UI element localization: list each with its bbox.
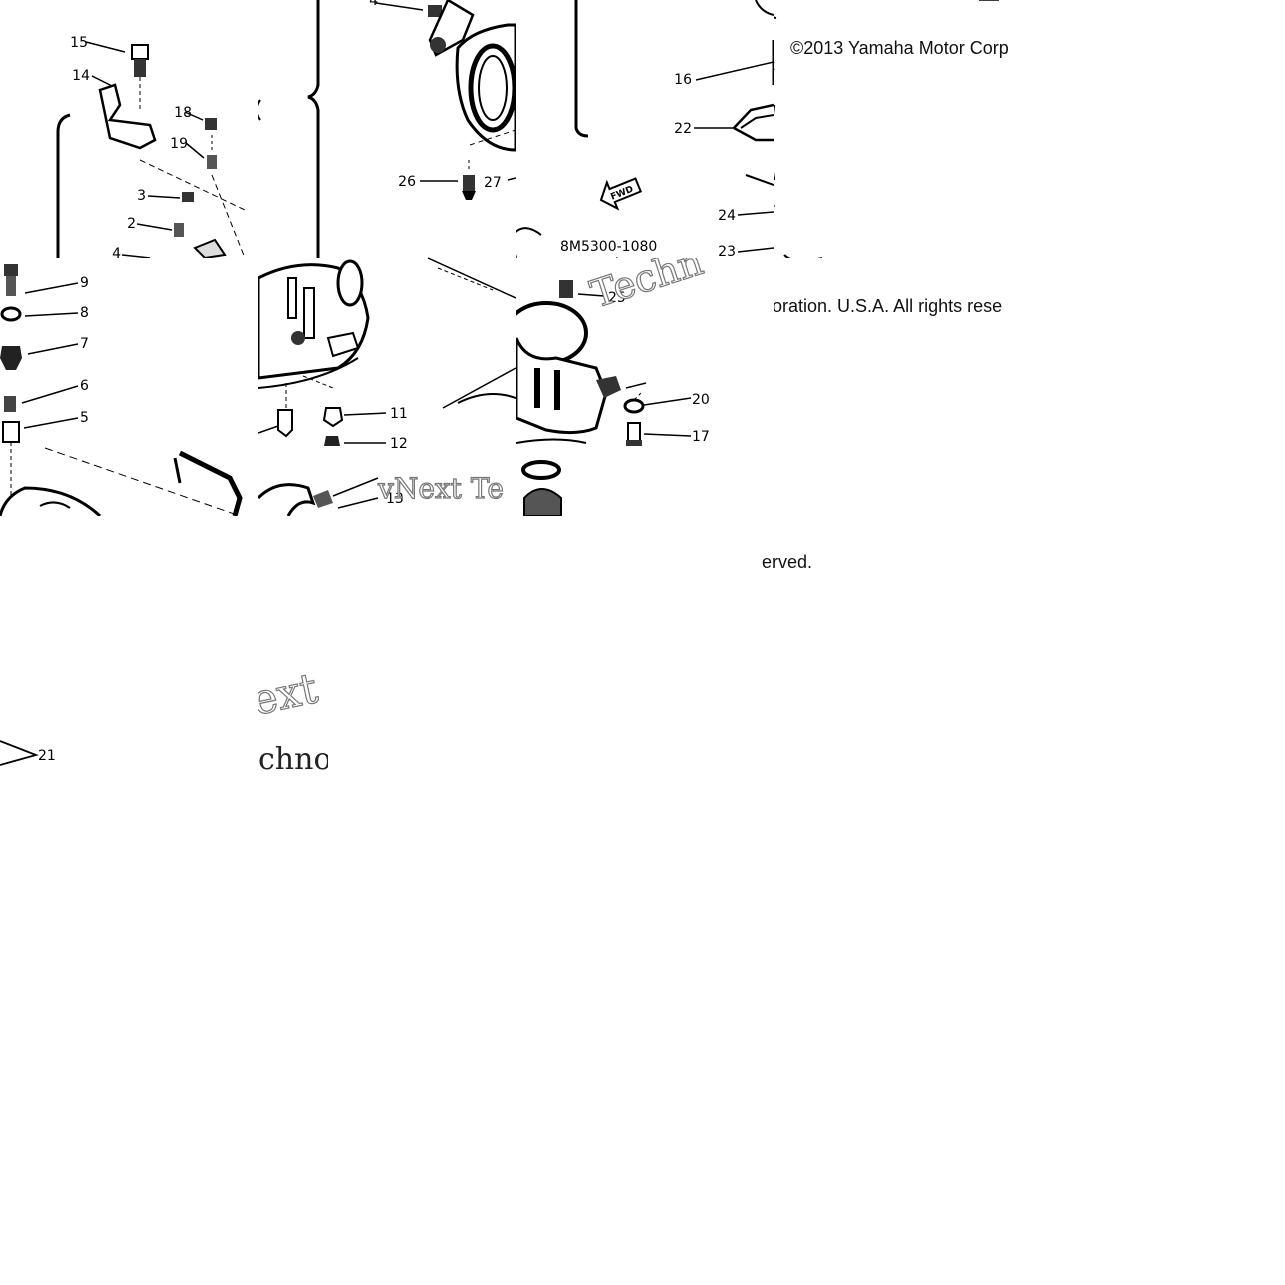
carburetor-parts-drawing-e: 9 8 7 6 5 (0, 264, 243, 516)
callout-13: 13 (386, 491, 404, 507)
copyright-line-3: erved. (762, 552, 813, 572)
callout-21: 21 (38, 748, 56, 764)
callout-27: 27 (484, 175, 502, 191)
callout-4-top: 4 (369, 0, 378, 9)
callout-25: 25 (608, 290, 626, 306)
carburetor-parts-drawing-b: 4 26 27 (258, 0, 516, 258)
callout-18: 19 (170, 136, 188, 152)
callout-14: 14 (72, 68, 90, 84)
diagram-tile-callout-21: 21 (0, 735, 70, 775)
copyright-line-1: ©2013 Yamaha Motor Corp (790, 38, 1009, 58)
callout-22: 22 (674, 121, 692, 137)
callout-23: 23 (718, 244, 736, 258)
callout-9: 9 (80, 275, 89, 291)
carburetor-parts-drawing-f: 11 12 13 vNext Te (258, 258, 516, 516)
diagram-tile-middle-right-b: poration. U.S.A. All rights rese (774, 258, 1032, 516)
watermark-text-3: ext (258, 663, 322, 725)
diagram-tile-top-middle: 4 26 27 (258, 0, 516, 258)
callout-2: 2 (127, 216, 136, 232)
diagram-tile-top-right-b: ©2013 Yamaha Motor Corp (774, 0, 1032, 258)
callout-12: 12 (390, 436, 408, 452)
callout-11: 11 (390, 406, 408, 422)
callout-8: 8 (80, 305, 89, 321)
diagram-tile-middle-right-a: 25 20 17 Techn (516, 258, 774, 516)
carburetor-parts-drawing-a: 15 14 18 19 3 2 4 (56, 35, 246, 258)
diagram-tile-top-left: 15 14 18 19 3 2 4 (0, 0, 258, 258)
watermark-text-1: Techn (585, 258, 708, 317)
callout-20: 20 (692, 392, 710, 408)
callout-15: 15 (70, 35, 88, 51)
diagram-tile-center: 11 12 13 vNext Te (258, 258, 516, 516)
watermark-text-4: chno (258, 742, 328, 775)
carburetor-parts-drawing-c: FWD 8M5300-1080 16 22 24 23 (516, 0, 774, 258)
fwd-arrow-icon: FWD (599, 177, 643, 211)
callout-19: 17 (692, 429, 710, 445)
diagram-tile-top-right-a: FWD 8M5300-1080 16 22 24 23 (516, 0, 774, 258)
callout-4: 4 (112, 246, 121, 258)
callout-5: 5 (80, 410, 89, 426)
callout-16: 16 (674, 72, 692, 88)
carburetor-parts-drawing-d (774, 0, 999, 258)
diagram-code: 8M5300-1080 (560, 239, 657, 255)
callout-6: 6 (80, 378, 89, 394)
callout-24: 24 (718, 208, 736, 224)
watermark-text-2: vNext Te (377, 472, 504, 505)
copyright-line-2: poration. U.S.A. All rights rese (774, 296, 1003, 316)
watermark-fragment: ext chno (258, 663, 328, 775)
carburetor-parts-drawing-g: 25 20 17 Techn (516, 258, 710, 516)
callout-26: 26 (398, 174, 416, 190)
carburetor-parts-drawing-j: 21 (0, 740, 56, 766)
callout-17: 18 (174, 105, 192, 121)
callout-7: 7 (80, 336, 89, 352)
diagram-tile-lower-middle: ext chno (258, 655, 328, 775)
callout-3: 3 (137, 188, 146, 204)
diagram-tile-middle-left: 9 8 7 6 5 (0, 258, 258, 516)
